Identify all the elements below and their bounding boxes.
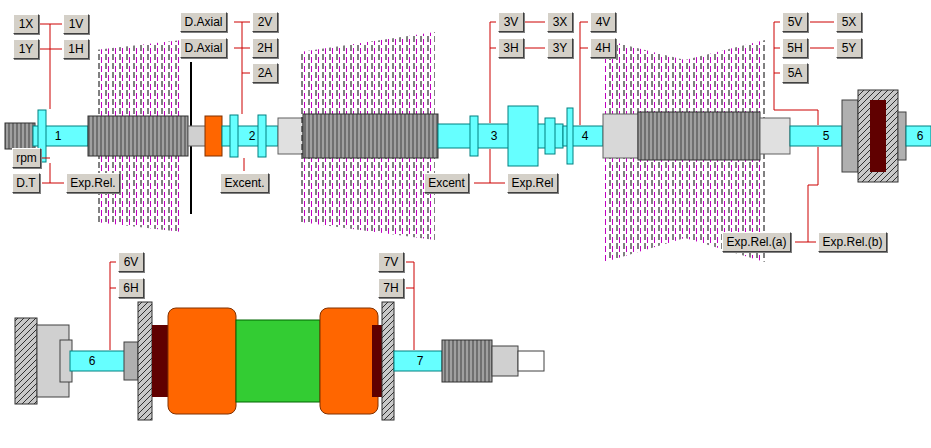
sensor-label: 7V [384,255,399,269]
sensor-label: 1V [69,17,84,31]
sensor-button: rpm [12,148,41,168]
bearing-number: 5 [823,129,830,143]
bearing-number: 7 [417,354,424,368]
sensor-button: 2H [252,38,278,58]
sensor-label: D.T [16,176,35,190]
sensor-label: 3X [553,15,568,29]
sensor-button: 5X [836,12,862,32]
sensor-button: 5H [782,38,808,58]
sensor-label: Excent [428,176,465,190]
sensor-button: Excent. [220,173,269,193]
sensor-label: 1H [68,42,83,56]
bearing-number: 6 [917,129,924,143]
sensor-label: 5H [787,41,802,55]
sensor-label: 5V [788,15,803,29]
sensor-label: 3V [504,15,519,29]
sensor-label: D.Axial [184,41,222,55]
sensor-button: D.Axial [180,38,227,58]
sensor-button: 3Y [547,38,573,58]
sensor-button: 5Y [836,38,862,58]
sensor-label: Excent. [224,176,264,190]
sensor-label: 1Y [19,42,34,56]
sensor-label: 5A [788,66,803,80]
sensor-label: 6H [123,281,138,295]
bearing-number: 4 [582,129,589,143]
sensor-button: 5V [782,12,808,32]
sensor-button: 3X [547,12,573,32]
bearing-number: 1 [55,129,62,143]
sensor-label: Exp.Rel. [70,176,115,190]
sensor-button: 2V [252,12,278,32]
bearing-number: 2 [249,129,256,143]
sensor-button: 7V [378,252,404,272]
sensor-label: 2V [258,15,273,29]
sensor-label: Exp.Rel.(b) [822,235,882,249]
sensor-button: D.T [12,173,40,193]
sensor-button: 3V [498,12,524,32]
sensor-label: rpm [16,151,37,165]
sensor-label: 4H [595,41,610,55]
sensor-button: Excent [424,173,469,193]
sensor-button: 1V [63,14,89,34]
sensor-button: 1H [63,39,89,59]
sensor-label: 4V [596,15,611,29]
sensor-button: 4H [590,38,616,58]
sensor-label: 5X [842,15,857,29]
sensor-button: Exp.Rel. [66,173,120,193]
sensor-label: 2A [258,66,273,80]
sensor-button: Exp.Rel.(a) [722,232,791,252]
sensor-label: 1X [19,17,34,31]
sensor-button: Exp.Rel.(b) [818,232,887,252]
sensor-button: 1Y [13,39,39,59]
sensor-button: D.Axial [180,12,227,32]
sensor-label: 3Y [553,41,568,55]
sensor-label: D.Axial [184,15,222,29]
sensor-label: 3H [503,41,518,55]
sensor-button: 3H [498,38,524,58]
sensor-label: Exp.Rel.(a) [726,235,786,249]
sensor-button: Exp.Rel [507,173,558,193]
bearing-number: 3 [491,129,498,143]
bearing-number: 6 [89,354,96,368]
sensor-label: Exp.Rel [511,176,553,190]
sensor-button: 4V [590,12,616,32]
sensor-button: 2A [252,63,278,83]
sensor-button: 1X [13,14,39,34]
sensor-label: 5Y [842,41,857,55]
sensor-button: 7H [378,278,404,298]
sensor-button: 6H [118,278,144,298]
sensor-label: 2H [257,41,272,55]
sensor-button: 6V [118,252,144,272]
sensor-label: 7H [383,281,398,295]
sensor-label: 6V [124,255,139,269]
sensor-button: 5A [782,63,808,83]
